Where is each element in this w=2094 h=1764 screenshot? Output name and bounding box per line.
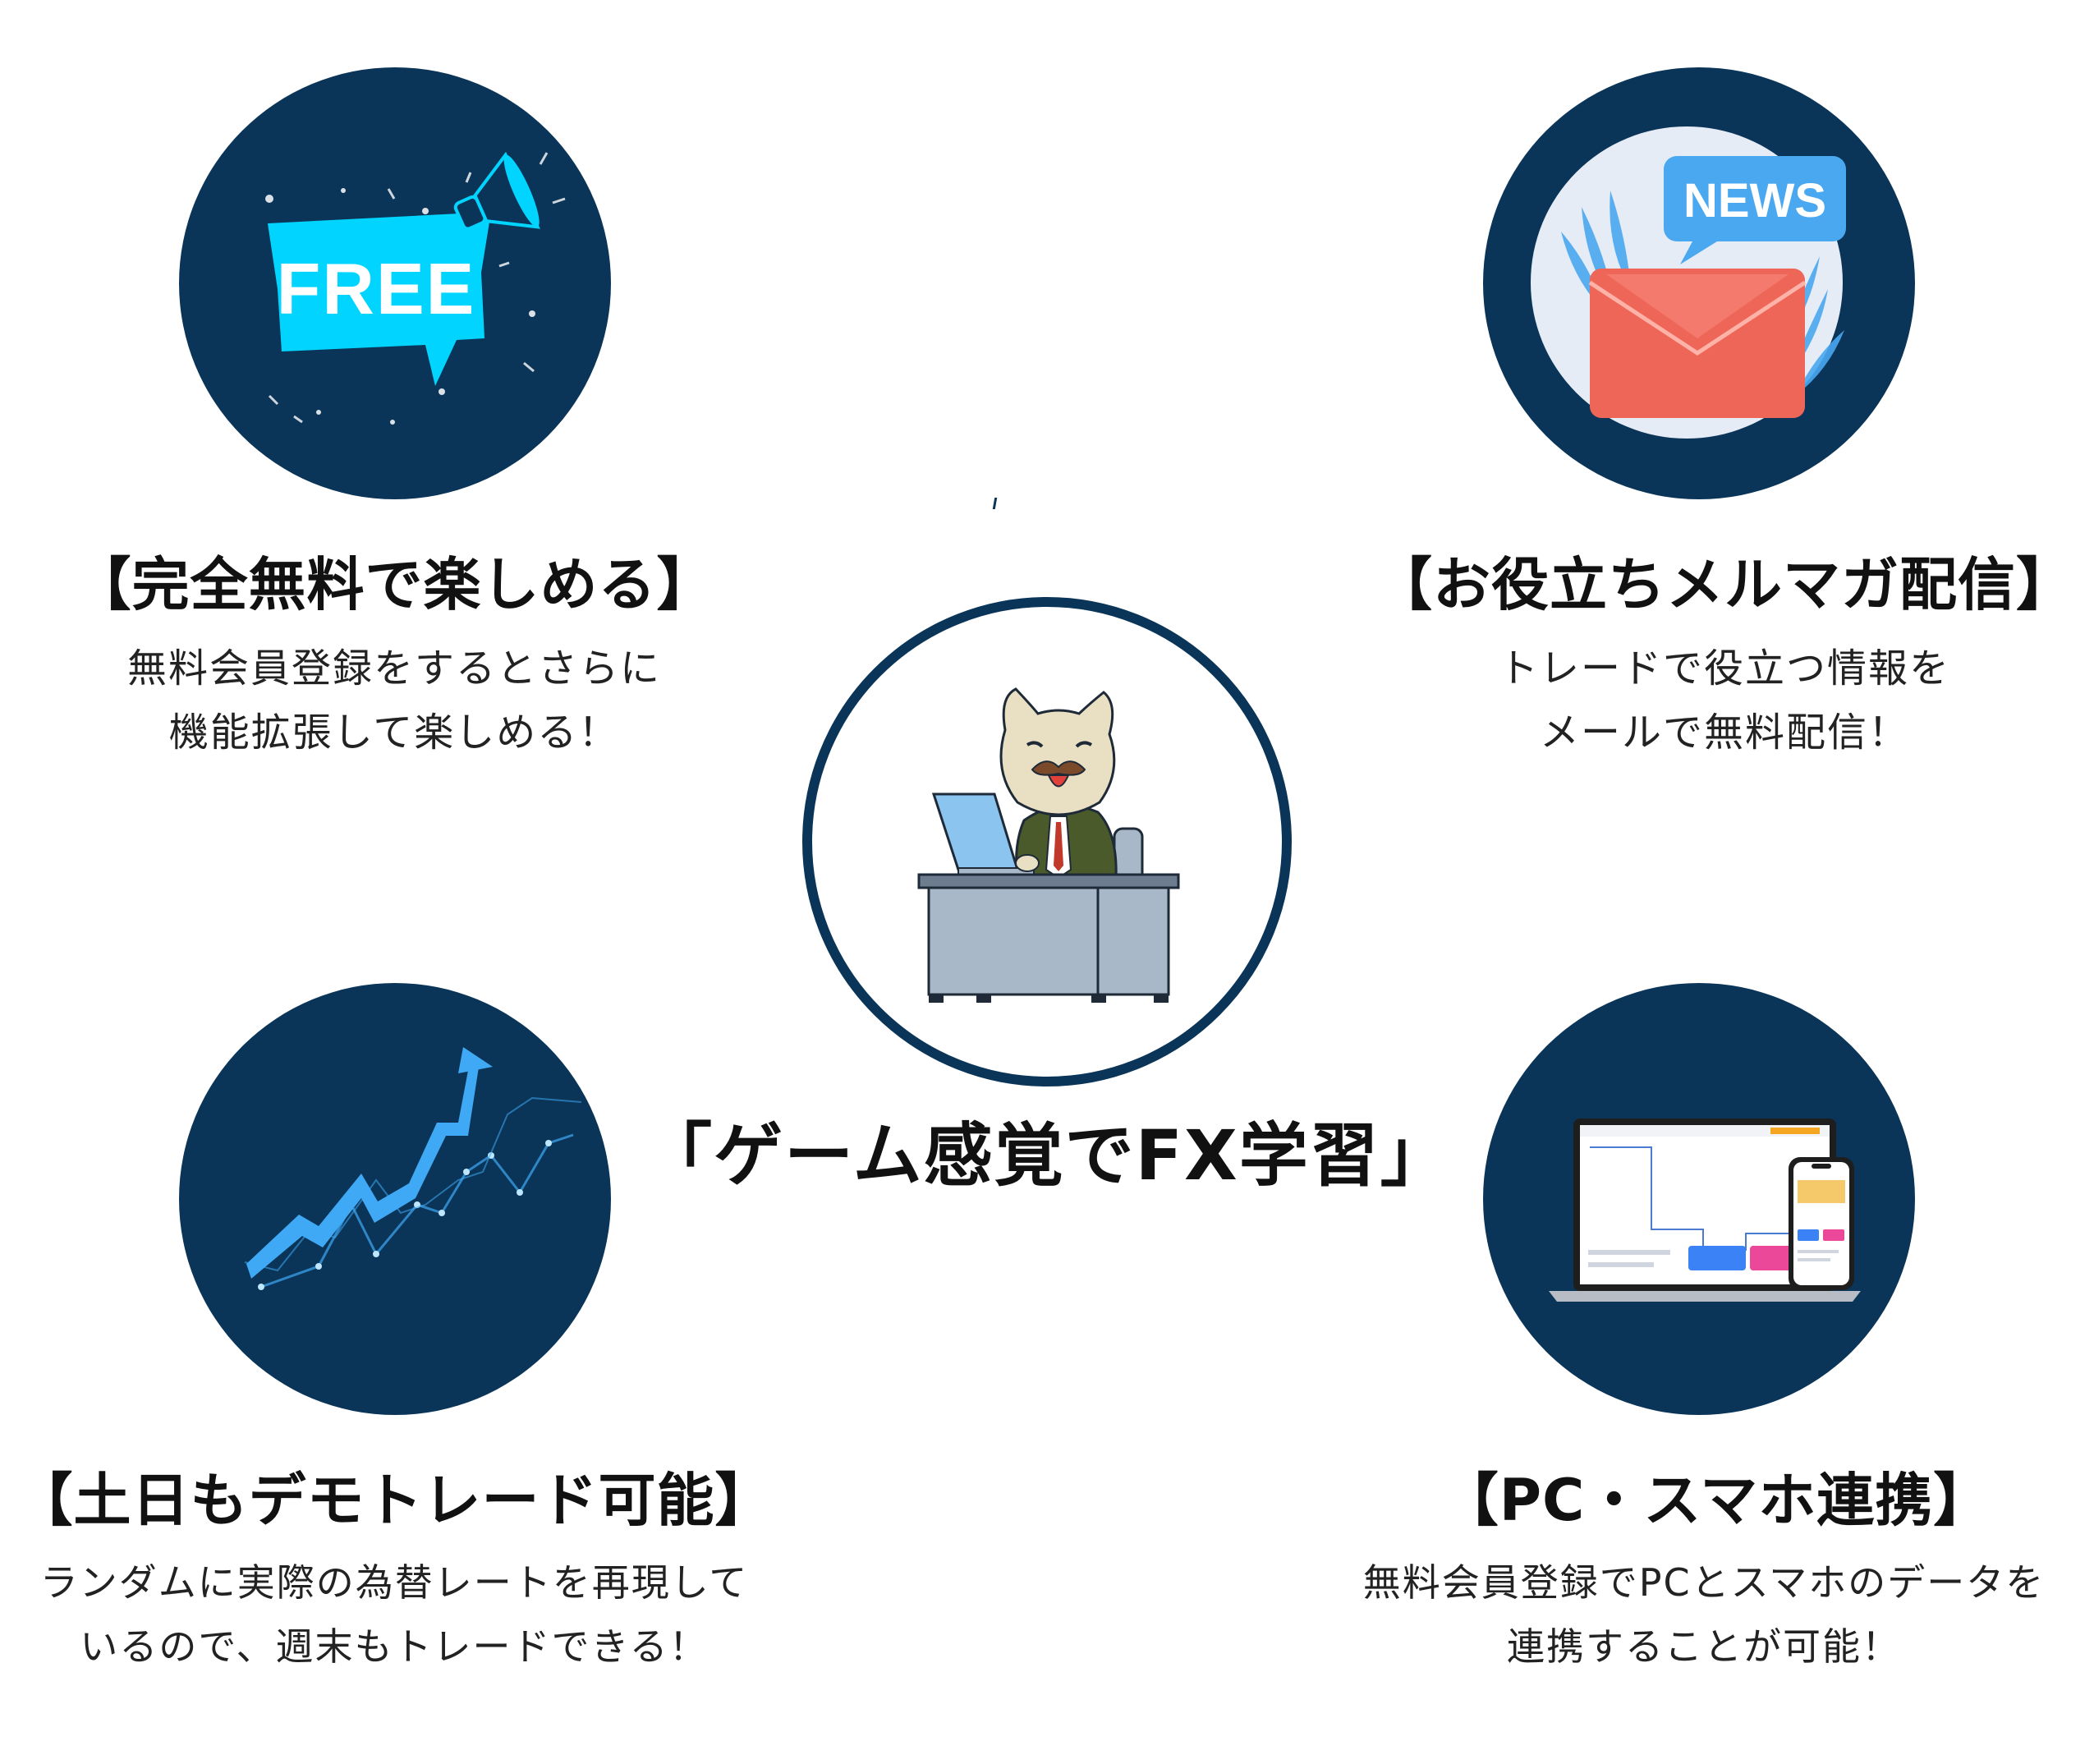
news-desc-line-2: メールで無料配信！: [1539, 710, 1909, 756]
laptop-phone-icon: [1549, 1119, 1861, 1302]
demo-trade-feature-description: ランダムに実際の為替レートを再現して いるので、週末もトレードできる！: [0, 1550, 788, 1679]
pc-sync-feature-description: 無料会員登録でPCとスマホのデータを 連携することが可能！: [1314, 1550, 2094, 1679]
free-feature-title: 【完全無料で楽しめる】: [73, 551, 715, 618]
demo-trade-feature-circle: [179, 983, 611, 1415]
pc-sync-feature-title: 【PC・スマホ連携】: [1440, 1467, 1992, 1534]
news-desc-line-1: トレードで役立つ情報を: [1498, 645, 1950, 691]
free-badge-text: FREE: [277, 248, 476, 329]
news-badge-text: NEWS: [1683, 174, 1826, 227]
main-headline: 「ゲーム感覚でFX学習」: [643, 1115, 1451, 1196]
free-desc-line-1: 無料会員登録をするとさらに: [126, 645, 661, 691]
envelope-news-icon: NEWS: [1531, 126, 1846, 439]
free-desc-line-2: 機能拡張して楽しめる！: [168, 710, 620, 756]
news-feature-title: 【お役立ちメルマガ配信】: [1375, 551, 2074, 618]
demo-desc-line-2: いるので、週末もトレードできる！: [80, 1624, 709, 1669]
center-mascot-circle: [802, 597, 1292, 1086]
demo-desc-line-1: ランダムに実際の為替レートを再現して: [39, 1560, 749, 1605]
news-feature-description: トレードで役立つ情報を メールで無料配信！: [1371, 636, 2078, 765]
pc-smartphone-feature-circle: [1483, 983, 1915, 1415]
megaphone-speech-bubble-icon: FREE: [265, 151, 566, 425]
rising-chart-icon: [244, 1047, 582, 1290]
free-feature-circle: FREE: [179, 67, 611, 499]
free-feature-description: 無料会員登録をするとさらに 機能拡張して楽しめる！: [49, 636, 739, 765]
demo-trade-feature-title: 【土日もデモトレード可能】: [15, 1467, 774, 1534]
cat-mascot-at-desk-icon: [917, 687, 1180, 1003]
pc-desc-line-2: 連携することが可能！: [1507, 1624, 1901, 1669]
news-feature-circle: NEWS: [1483, 67, 1915, 499]
decorative-mark: [992, 498, 998, 509]
pc-desc-line-1: 無料会員登録でPCとスマホのデータを: [1362, 1560, 2046, 1605]
